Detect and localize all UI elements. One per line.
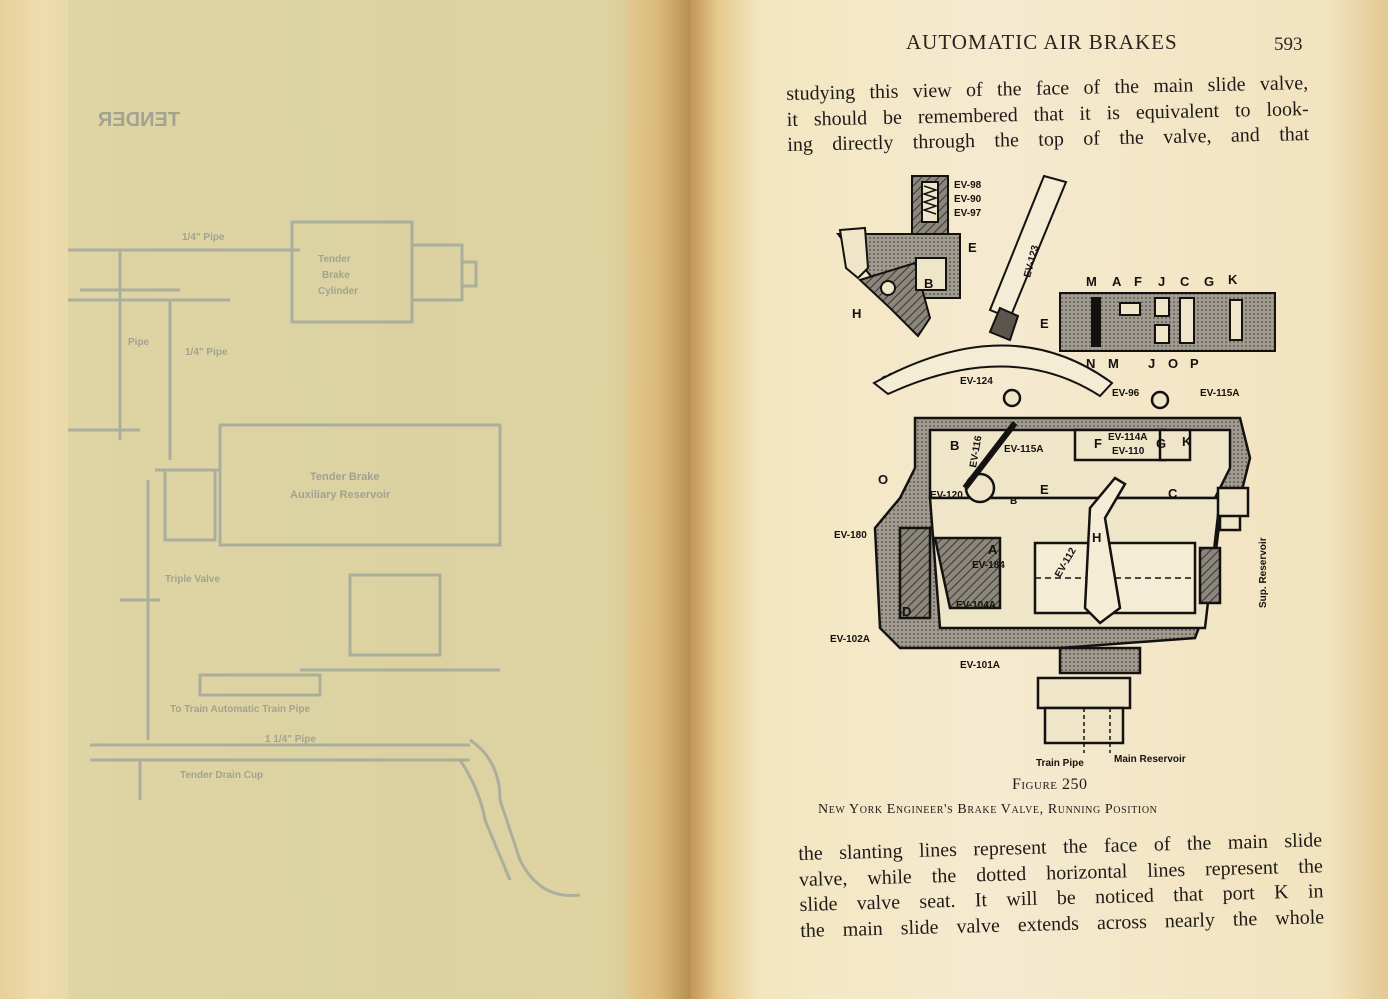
label-ev101a: EV-101A xyxy=(960,660,1000,671)
label-ev90: EV-90 xyxy=(954,194,982,205)
label-b3: B xyxy=(1010,496,1017,507)
label-f3: F xyxy=(1094,436,1102,451)
label-ev115a2: EV-115A xyxy=(1004,444,1043,455)
label-f1: F xyxy=(1134,274,1142,289)
label-h1: H xyxy=(852,306,861,321)
ghost-text-brake-cyl-2: Brake xyxy=(322,270,350,281)
label-a1: A xyxy=(1112,274,1122,289)
label-ev110: EV-110 xyxy=(1112,446,1145,457)
label-ev184: EV-184 xyxy=(972,560,1005,571)
ghost-text-pipe-mid: 1/4" Pipe xyxy=(185,347,228,358)
label-b2: B xyxy=(950,438,959,453)
label-m2: M xyxy=(1108,356,1119,371)
label-p2: P xyxy=(1190,356,1199,371)
label-ev98: EV-98 xyxy=(954,180,982,191)
label-e3: E xyxy=(1040,482,1049,497)
label-g3: G xyxy=(1156,436,1166,451)
brake-valve-diagram: EV-98 EV-90 EV-97 E B H EV-123 M A F J C… xyxy=(830,174,1276,769)
ghost-text-aux-res-2: Auxiliary Reservoir xyxy=(290,489,391,501)
label-n2: N xyxy=(1086,356,1095,371)
label-ev97: EV-97 xyxy=(954,208,982,219)
label-m1: M xyxy=(1086,274,1097,289)
label-sup-reservoir: Sup. Reservoir xyxy=(1258,537,1269,608)
figure-label: Figure 250 xyxy=(1012,776,1088,793)
ghost-text-pipe-top: 1/4" Pipe xyxy=(182,232,225,243)
label-j2: J xyxy=(1148,356,1155,371)
label-ev115a: EV-115A xyxy=(1200,388,1239,399)
label-ev114a: EV-114A xyxy=(1108,432,1147,443)
label-o3: O xyxy=(878,472,888,487)
label-e1: E xyxy=(968,240,977,255)
label-ev96: EV-96 xyxy=(1112,388,1140,399)
label-c3: C xyxy=(1168,486,1178,501)
ghost-text-tender: TENDER xyxy=(97,109,180,131)
valve-body xyxy=(873,388,1252,753)
paragraph-bottom: the slanting lines represent the face of… xyxy=(798,828,1324,944)
slide-valve-face xyxy=(1059,292,1276,352)
label-j1: J xyxy=(1158,274,1165,289)
figure-caption: New York Engineer's Brake Valve, Running… xyxy=(818,802,1158,817)
label-b1: B xyxy=(924,276,933,291)
ghost-text-pipe-bottom: 1 1/4" Pipe xyxy=(265,734,316,745)
label-train-pipe: Train Pipe xyxy=(1036,758,1084,769)
latch-detail xyxy=(835,175,961,338)
label-o2: O xyxy=(1168,356,1178,371)
left-page xyxy=(0,0,690,999)
label-main-reservoir: Main Reservoir xyxy=(1114,754,1186,765)
label-d3: D xyxy=(902,604,911,619)
label-ev104a: EV-104A xyxy=(956,600,996,611)
label-k1: K xyxy=(1228,272,1238,287)
left-page-panel xyxy=(68,0,628,999)
ghost-text-brake-cyl-1: Tender xyxy=(318,254,351,265)
label-k3: K xyxy=(1182,434,1192,449)
label-ev120: EV-120 xyxy=(930,490,963,501)
label-ev180: EV-180 xyxy=(834,530,867,541)
label-a3: A xyxy=(988,542,998,557)
paragraph-top: studying this view of the face of the ma… xyxy=(786,71,1309,158)
label-g1: G xyxy=(1204,274,1214,289)
ghost-text-pipe-side: Pipe xyxy=(128,337,150,348)
ghost-text-to-train-pipe: To Train Automatic Train Pipe xyxy=(170,704,310,715)
running-header: AUTOMATIC AIR BRAKES xyxy=(906,30,1178,54)
label-e2: E xyxy=(1040,316,1049,331)
label-ev124: EV-124 xyxy=(960,376,993,387)
label-c1: C xyxy=(1180,274,1190,289)
left-ghost-diagram: TENDER 1/4" Pipe Tender Brake Cylinder 1… xyxy=(68,109,581,898)
ghost-text-drain-cup: Tender Drain Cup xyxy=(180,770,263,781)
handle xyxy=(872,174,1114,398)
ghost-text-brake-cyl-3: Cylinder xyxy=(318,286,358,297)
label-h3: H xyxy=(1092,530,1101,545)
ghost-text-triple-valve: Triple Valve xyxy=(165,574,220,585)
page-number: 593 xyxy=(1274,34,1303,55)
label-ev102a: EV-102A xyxy=(830,634,870,645)
ghost-text-aux-res-1: Tender Brake xyxy=(310,471,380,483)
